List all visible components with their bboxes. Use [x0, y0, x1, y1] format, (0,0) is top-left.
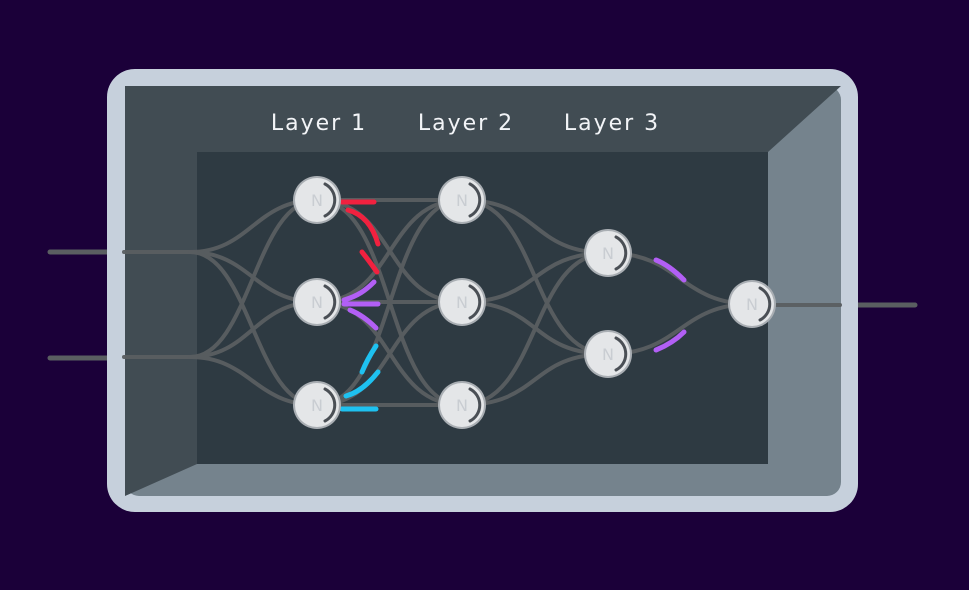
node-letter: N [311, 396, 323, 415]
node-letter: N [602, 345, 614, 364]
layer-2-label: Layer 2 [418, 111, 514, 136]
layer-3-label: Layer 3 [564, 111, 660, 136]
signals [339, 199, 687, 412]
signal-purple-3 [347, 307, 379, 331]
node-letter: N [456, 191, 468, 210]
node-letter: N [456, 293, 468, 312]
wire-l1c-l2b [315, 300, 464, 407]
connections [122, 198, 842, 407]
wire-l1c-l2a [315, 198, 464, 407]
signal-blue-2 [343, 369, 381, 399]
signal-red-2 [345, 207, 381, 247]
wire-l2c-l3b [460, 352, 610, 407]
node-letter: N [456, 396, 468, 415]
node-letter: N [311, 191, 323, 210]
signal-purple-4 [653, 257, 687, 283]
layer-1-label: Layer 1 [271, 111, 367, 136]
node-output: N [728, 280, 776, 328]
signal-purple-1 [341, 279, 377, 303]
wire-l2a-l3a [460, 198, 610, 255]
wire-l2b-l3a [460, 251, 610, 304]
node-l3-2: N [584, 330, 632, 378]
nodes: N N N N N N N [293, 176, 776, 429]
signal-blue-1 [359, 343, 379, 375]
node-letter: N [746, 295, 758, 314]
wire-l1b-l2a [315, 198, 464, 304]
node-l3-1: N [584, 229, 632, 277]
node-l2-3: N [438, 381, 486, 429]
signal-red-3 [359, 249, 380, 275]
signal-purple-5 [653, 329, 687, 353]
node-l1-2: N [293, 278, 341, 326]
node-l2-1: N [438, 176, 486, 224]
wire-l2c-l3a [460, 251, 610, 407]
node-letter: N [311, 293, 323, 312]
node-l1-1: N [293, 176, 341, 224]
node-l2-2: N [438, 278, 486, 326]
node-letter: N [602, 244, 614, 263]
node-l1-3: N [293, 381, 341, 429]
box-ceiling [125, 86, 841, 496]
